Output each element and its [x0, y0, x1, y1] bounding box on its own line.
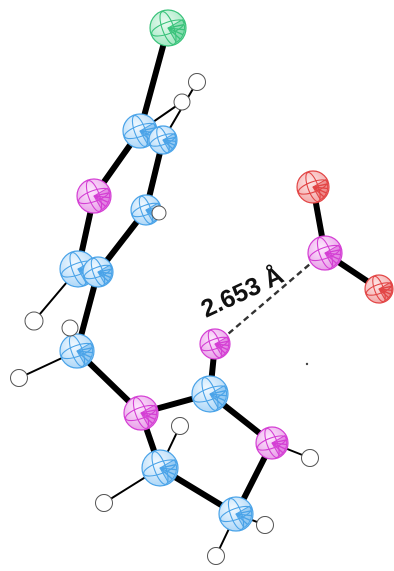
atom-c5-octant — [97, 264, 113, 285]
atom-c7 — [191, 375, 229, 413]
atom-n4-axis-1 — [125, 404, 157, 422]
atom-h2 — [173, 93, 191, 111]
atom-n3-axis-2 — [316, 237, 334, 269]
atom-h7-sphere — [301, 449, 319, 467]
hydrogen-bond-contact — [220, 257, 318, 341]
bonds — [18, 25, 382, 557]
atom-c3-axis-2 — [138, 195, 154, 225]
atom-c1-axis-2 — [131, 115, 149, 147]
atom-cl1-octant — [167, 19, 186, 44]
atom-h10-sphere — [256, 516, 274, 534]
atom-n1 — [76, 178, 112, 214]
atom-c8-octant — [159, 459, 178, 484]
atoms — [10, 9, 394, 565]
atom-h7 — [301, 449, 319, 467]
atom-h1 — [188, 73, 206, 91]
atom-h3-sphere — [151, 205, 167, 221]
atom-n4-octant — [140, 404, 158, 428]
atom-o1-axis-1 — [297, 179, 329, 195]
atom-h4 — [24, 311, 44, 331]
atom-h1-sphere — [188, 73, 206, 91]
atom-c6-axis-1 — [61, 342, 93, 360]
atom-c5-axis-2 — [90, 257, 106, 287]
atom-h10 — [256, 516, 274, 534]
atom-o2-axis-1 — [365, 282, 393, 296]
atom-c8 — [141, 449, 179, 487]
atom-c8-axis-2 — [151, 451, 169, 485]
atom-n2-octant — [214, 336, 230, 357]
atom-n4 — [123, 395, 159, 431]
atom-h8-sphere — [171, 417, 189, 435]
atom-c5-axis-1 — [83, 264, 113, 280]
atom-h6 — [10, 369, 28, 387]
atom-h5-sphere — [61, 319, 79, 337]
atom-o1-axis-2 — [305, 171, 321, 203]
atom-h11 — [207, 547, 225, 565]
atom-h6-sphere — [10, 369, 28, 387]
atom-c9 — [218, 496, 254, 532]
atom-c2-octant — [162, 132, 177, 152]
atom-h11-sphere — [207, 547, 225, 565]
atom-c6 — [59, 333, 95, 369]
atom-o1 — [296, 170, 330, 204]
atom-n1-axis-1 — [78, 187, 110, 205]
atom-n4-axis-2 — [132, 397, 150, 429]
atom-o2-octant — [378, 281, 393, 301]
atom-c7-axis-2 — [201, 377, 219, 411]
atom-c9-octant — [235, 505, 253, 529]
atom-n1-axis-2 — [85, 180, 103, 212]
atom-c9-axis-1 — [220, 505, 252, 523]
atom-c8-axis-1 — [143, 459, 177, 477]
atom-c9-axis-2 — [227, 498, 245, 530]
atom-n3 — [307, 235, 343, 271]
atom-c7-axis-1 — [193, 385, 227, 403]
atom-n2 — [199, 328, 231, 360]
atom-n2-axis-2 — [207, 329, 223, 359]
atom-c3-axis-1 — [131, 202, 161, 218]
atom-h2-sphere — [173, 93, 191, 111]
distance-label: 2.653 Å — [196, 260, 288, 323]
stray-dot — [305, 362, 309, 366]
atom-c1-axis-1 — [124, 122, 156, 140]
atom-c2-axis-1 — [149, 133, 177, 147]
atom-h9-sphere — [95, 494, 113, 512]
atom-n3-axis-1 — [309, 244, 341, 262]
atom-n3-octant — [324, 244, 342, 268]
atom-n2-axis-1 — [200, 336, 230, 352]
atom-n5-axis-1 — [256, 435, 288, 451]
atom-n5-axis-2 — [264, 427, 280, 459]
atom-cl1 — [149, 9, 187, 47]
atom-c6-octant — [76, 342, 94, 366]
atom-c5 — [82, 256, 114, 288]
atom-o2 — [364, 274, 394, 304]
atom-h3 — [151, 205, 167, 221]
atom-c7-octant — [209, 385, 228, 410]
atom-n5 — [255, 426, 289, 460]
atom-n5-octant — [271, 434, 288, 457]
atom-c2 — [148, 125, 178, 155]
atom-h4-sphere — [24, 311, 44, 331]
atom-o1-octant — [312, 178, 329, 201]
atom-n1-octant — [93, 187, 111, 211]
atom-h9 — [95, 494, 113, 512]
contact-line — [220, 257, 318, 366]
atom-h5 — [61, 319, 79, 337]
atom-cl1-axis-2 — [159, 11, 177, 45]
atom-cl1-axis-1 — [151, 19, 185, 37]
atom-h8 — [171, 417, 189, 435]
